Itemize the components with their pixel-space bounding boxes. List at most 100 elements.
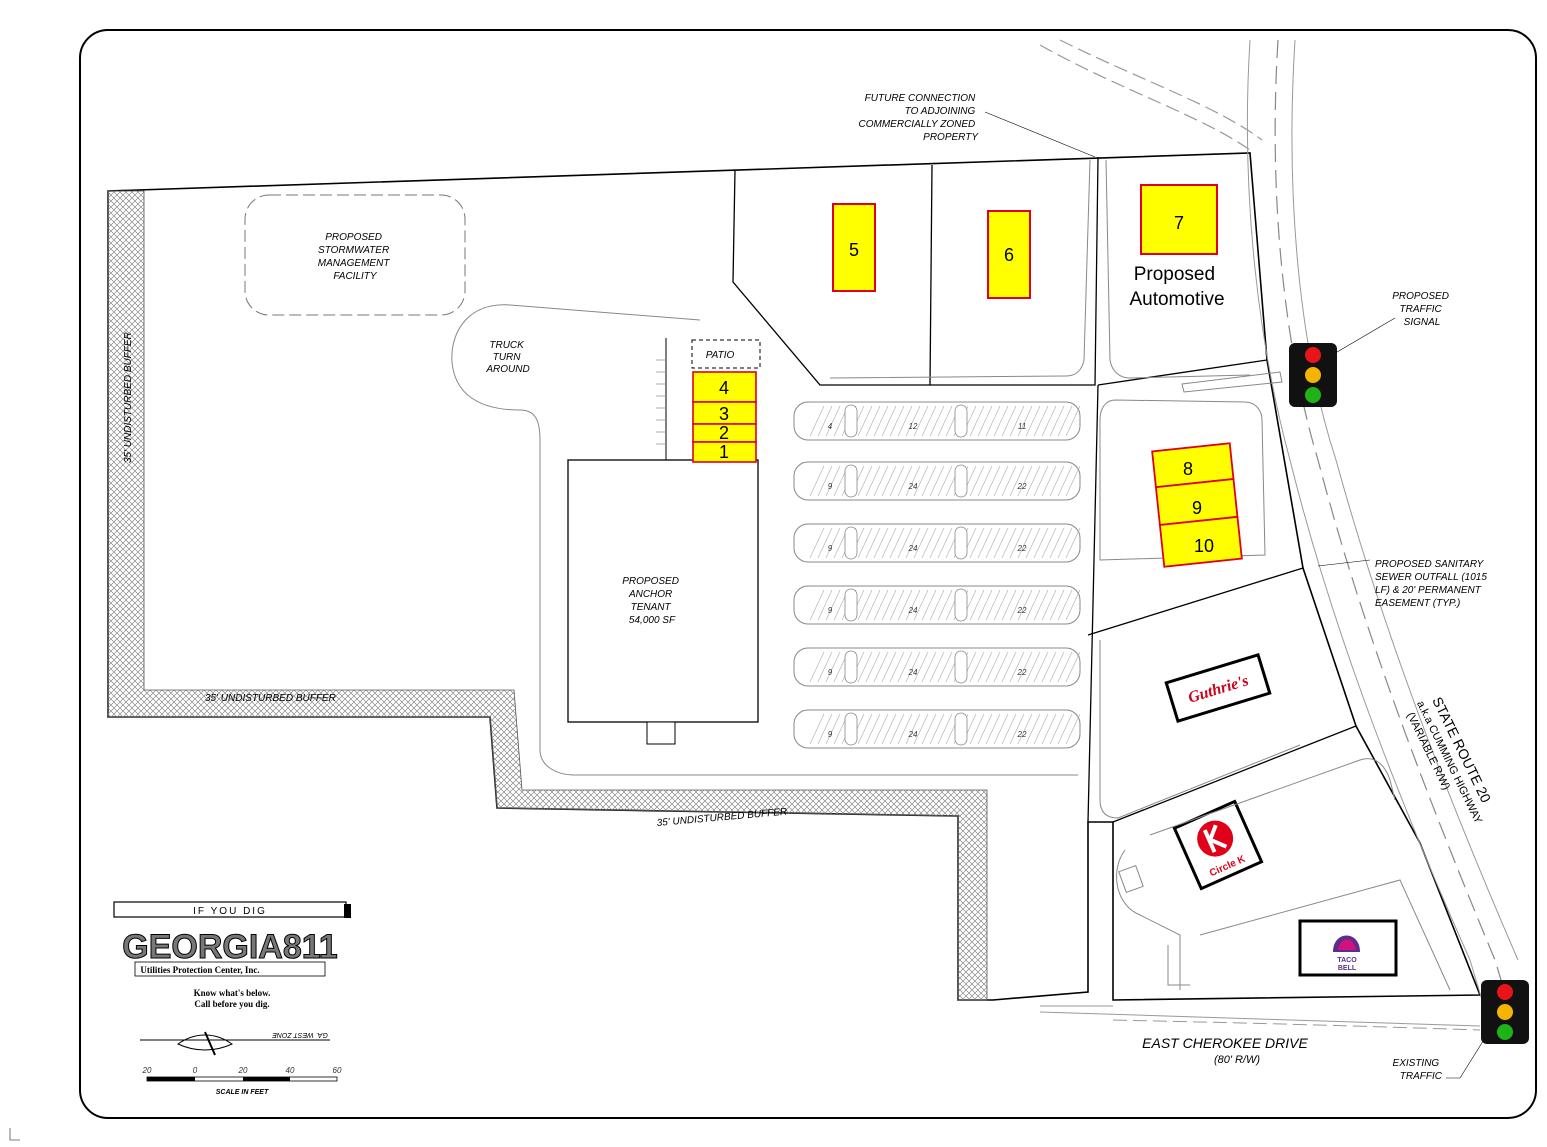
parking-island [844, 526, 858, 560]
scale-tick: 0 [193, 1066, 198, 1075]
suite-3-label: 3 [719, 404, 729, 424]
parking-stall-count: 24 [908, 730, 918, 739]
taco-bell-text-1: TACO [1337, 957, 1357, 964]
suite-1 [692, 441, 757, 463]
parking-stall-count: 22 [1017, 606, 1027, 615]
georgia-811-title: GEORGIA811 [122, 928, 337, 966]
patio [691, 339, 761, 369]
parking-stall-count: 9 [828, 668, 833, 677]
stormwater-note: PROPOSED STORMWATER MANAGEMENT FACILITY [318, 232, 392, 282]
parking-stall-count: 24 [908, 544, 918, 553]
parking-island [954, 712, 968, 746]
guthries-logo: Guthrie's [1164, 652, 1272, 724]
anchor-tenant-note: PROPOSED ANCHOR TENANT 54,000 SF [622, 576, 681, 626]
corner-lot-curbs [1116, 758, 1451, 991]
existing-traffic-signal-icon [1481, 980, 1529, 1044]
parking-stall-count: 24 [908, 606, 918, 615]
truck-turn-line: TURN [493, 352, 522, 363]
undisturbed-buffer [107, 190, 988, 1001]
parking-island [954, 404, 968, 438]
suite-4-label: 4 [719, 378, 729, 398]
patio-label: PATIO [706, 350, 735, 361]
future-connection-line: TO ADJOINING [905, 106, 976, 117]
automotive-label: Proposed Automotive [1129, 264, 1224, 310]
suites-1-4: 4 3 2 1 [692, 371, 757, 463]
automotive-line: Proposed [1134, 264, 1215, 285]
parking-stall-count: 12 [909, 422, 918, 431]
anchor-note-line: ANCHOR [628, 589, 672, 600]
scale-label: SCALE IN FEET [216, 1089, 269, 1096]
truck-turn-note: TRUCK TURN AROUND [485, 340, 529, 375]
outparcel-9-label: 9 [1192, 498, 1202, 518]
state-route-20-road [1246, 39, 1519, 1011]
anchor-note-line: PROPOSED [622, 576, 679, 587]
parking-island [954, 464, 968, 498]
buffer-label-west: 35' UNDISTURBED BUFFER [123, 332, 134, 463]
parking-island [844, 588, 858, 622]
parking-stall-count: 9 [828, 544, 833, 553]
parking-stall-count: 4 [828, 422, 833, 431]
suite-2-label: 2 [719, 423, 729, 443]
georgia-811-subtitle: Utilities Protection Center, Inc. [140, 965, 259, 975]
shop-side-parking [656, 359, 666, 445]
buffer-label-south: 35' UNDISTURBED BUFFER [205, 693, 336, 704]
scale-bar: 20 0 20 40 60 SCALE IN FEET [142, 1066, 342, 1096]
parking-island [844, 404, 858, 438]
outparcel-10 [1158, 515, 1243, 568]
sheet-border [79, 29, 1537, 1119]
parking-row [793, 585, 1081, 625]
suite-1-label: 1 [719, 442, 729, 462]
outparcel-6-label: 6 [1004, 245, 1014, 265]
outparcel-6 [987, 210, 1031, 299]
east-cherokee-drive-road [1039, 1005, 1481, 1031]
outparcel-7 [1140, 184, 1218, 255]
truck-turn-line: TRUCK [489, 340, 525, 351]
anchor-loading-dock [646, 721, 676, 745]
sewer-note-line: SEWER OUTFALL (1015 [1375, 572, 1487, 583]
sewer-note-line: EASEMENT (TYP.) [1375, 598, 1460, 609]
parking-island [954, 526, 968, 560]
existing-signal-line: EXISTING [1393, 1058, 1440, 1069]
existing-signal-line: TRAFFIC [1400, 1071, 1443, 1082]
future-connection-road [1039, 39, 1263, 151]
if-you-dig-text: IF YOU DIG [193, 906, 267, 917]
north-arrow-zone: GA. WEST ZONE [272, 1031, 328, 1038]
parking-row [793, 461, 1081, 501]
parking-stall-count: 9 [828, 482, 833, 491]
stormwater-note-line: STORMWATER [318, 245, 389, 256]
stormwater-note-line: MANAGEMENT [318, 258, 391, 269]
proposed-signal-line: TRAFFIC [1400, 304, 1443, 315]
scale-tick: 40 [286, 1066, 295, 1075]
future-connection-leader [984, 111, 1096, 158]
truck-turnaround-curb [451, 304, 1078, 776]
anchor-note-line: 54,000 SF [629, 615, 676, 626]
anchor-note-line: TENANT [631, 602, 672, 613]
parking-stall-count: 22 [1017, 544, 1027, 553]
north-arrow: GA. WEST ZONE [140, 1031, 330, 1056]
parking-stall-count: 22 [1017, 482, 1027, 491]
sewer-note-line: LF) & 20' PERMANENT [1375, 585, 1482, 596]
existing-signal-leader [1446, 1029, 1491, 1079]
scale-tick: 20 [238, 1066, 248, 1075]
future-connection-line: FUTURE CONNECTION [865, 93, 976, 104]
future-connection-note: FUTURE CONNECTION TO ADJOINING COMMERCIA… [859, 93, 980, 143]
circle-k-logo: Circle K [1172, 799, 1264, 891]
outparcel-8-label: 8 [1183, 459, 1193, 479]
parking-stall-count: 22 [1017, 668, 1027, 677]
parking-stall-count: 9 [828, 606, 833, 615]
proposed-signal-leader [1331, 317, 1396, 356]
stormwater-facility [244, 194, 466, 316]
scale-tick: 60 [333, 1066, 342, 1075]
future-connection-line: COMMERCIALLY ZONED [859, 119, 976, 130]
georgia-811-logo: IF YOU DIG GEORGIA811 Utilities Protecti… [113, 901, 351, 1009]
parking-stall-count: 11 [1018, 422, 1026, 431]
parking-island [954, 650, 968, 684]
proposed-signal-line: SIGNAL [1404, 317, 1441, 328]
existing-traffic-signal-note: EXISTING TRAFFIC [1393, 1058, 1443, 1082]
parking-row [793, 401, 1081, 441]
corner-mark [9, 1128, 20, 1141]
parking-island [954, 588, 968, 622]
georgia-811-line2: Call before you dig. [194, 999, 269, 1009]
